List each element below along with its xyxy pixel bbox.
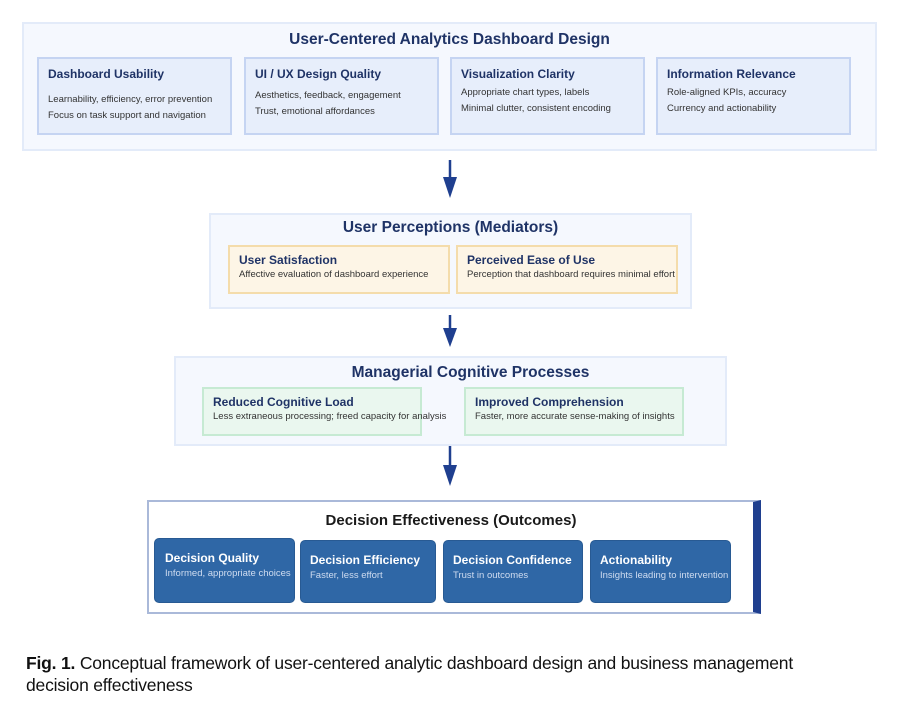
card-line: Trust, emotional affordances xyxy=(255,106,375,117)
card-title: Dashboard Usability xyxy=(48,67,165,81)
cognitive-panel: Managerial Cognitive Processes Reduced C… xyxy=(174,356,727,446)
down-arrow-icon xyxy=(443,446,457,486)
card-title: Improved Comprehension xyxy=(475,395,624,409)
card-user-satisfaction: User Satisfaction Affective evaluation o… xyxy=(228,245,450,294)
card-title: UI / UX Design Quality xyxy=(255,67,382,81)
card-line: Role-aligned KPIs, accuracy xyxy=(667,87,787,98)
card-title: Decision Quality xyxy=(165,551,260,565)
card-desc: Faster, more accurate sense-making of in… xyxy=(475,411,675,422)
card-line: Currency and actionability xyxy=(667,103,777,114)
card-visualization-clarity: Visualization Clarity Appropriate chart … xyxy=(450,57,645,135)
figure-caption: Fig. 1. Conceptual framework of user-cen… xyxy=(26,652,826,696)
card-desc: Less extraneous processing; freed capaci… xyxy=(213,411,447,422)
card-line: Learnability, efficiency, error preventi… xyxy=(48,94,213,105)
card-title: Actionability xyxy=(600,553,673,567)
card-desc: Informed, appropriate choices xyxy=(165,568,291,579)
card-title: Information Relevance xyxy=(667,67,796,81)
card-ui-ux-design-quality: UI / UX Design Quality Aesthetics, feedb… xyxy=(244,57,439,135)
card-desc: Perception that dashboard requires minim… xyxy=(467,269,675,280)
card-title: Perceived Ease of Use xyxy=(467,253,596,267)
card-desc: Trust in outcomes xyxy=(453,570,529,581)
card-desc: Insights leading to intervention xyxy=(600,570,729,581)
card-title: Decision Confidence xyxy=(453,553,572,567)
card-improved-comprehension: Improved Comprehension Faster, more accu… xyxy=(464,387,684,436)
card-title: User Satisfaction xyxy=(239,253,338,267)
card-line: Appropriate chart types, labels xyxy=(461,87,590,98)
card-decision-efficiency: Decision Efficiency Faster, less effort xyxy=(300,540,436,603)
cognitive-panel-title: Managerial Cognitive Processes xyxy=(351,364,590,381)
card-title: Visualization Clarity xyxy=(461,67,575,81)
card-title: Reduced Cognitive Load xyxy=(213,395,354,409)
figure-caption-text: Conceptual framework of user-centered an… xyxy=(26,653,793,695)
card-title: Decision Efficiency xyxy=(310,553,421,567)
card-perceived-ease-of-use: Perceived Ease of Use Perception that da… xyxy=(456,245,678,294)
card-desc: Faster, less effort xyxy=(310,570,383,581)
card-line: Minimal clutter, consistent encoding xyxy=(461,103,611,114)
down-arrow-icon xyxy=(443,160,457,198)
outcomes-panel: Decision Effectiveness (Outcomes) Decisi… xyxy=(147,500,761,614)
card-actionability: Actionability Insights leading to interv… xyxy=(590,540,731,603)
card-dashboard-usability: Dashboard Usability Learnability, effici… xyxy=(37,57,232,135)
card-information-relevance: Information Relevance Role-aligned KPIs,… xyxy=(656,57,851,135)
card-reduced-cognitive-load: Reduced Cognitive Load Less extraneous p… xyxy=(202,387,446,436)
figure-label: Fig. 1. xyxy=(26,653,76,673)
down-arrow-icon xyxy=(443,315,457,347)
design-panel-title: User-Centered Analytics Dashboard Design xyxy=(289,31,610,48)
perceptions-panel: User Perceptions (Mediators) User Satisf… xyxy=(209,213,692,309)
design-panel: User-Centered Analytics Dashboard Design… xyxy=(22,22,877,151)
card-line: Focus on task support and navigation xyxy=(48,110,206,121)
perceptions-panel-title: User Perceptions (Mediators) xyxy=(342,219,559,236)
card-decision-quality: Decision Quality Informed, appropriate c… xyxy=(154,538,295,603)
outcomes-panel-title: Decision Effectiveness (Outcomes) xyxy=(325,512,577,529)
card-line: Aesthetics, feedback, engagement xyxy=(255,90,401,101)
card-desc: Affective evaluation of dashboard experi… xyxy=(239,269,429,280)
card-decision-confidence: Decision Confidence Trust in outcomes xyxy=(443,540,583,603)
